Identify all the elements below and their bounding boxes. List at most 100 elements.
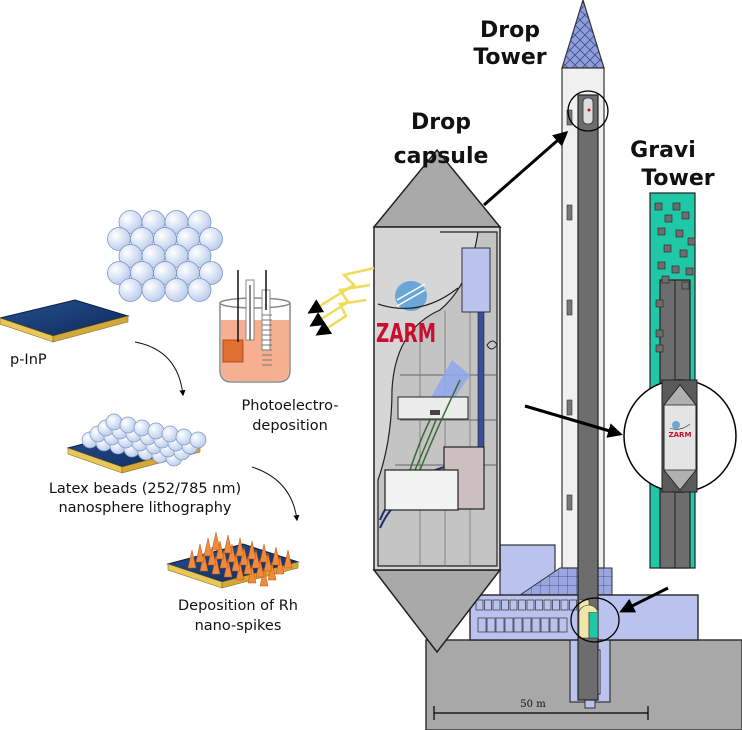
building-windows	[475, 599, 577, 611]
latex-bead	[175, 428, 193, 446]
rh-deposition-label-line2: nano-spikes	[195, 618, 282, 634]
latex-bead	[141, 278, 166, 302]
arrow-icon	[524, 404, 623, 438]
rh-spike	[195, 543, 205, 563]
latex-wafer	[66, 413, 207, 474]
rh-spike	[223, 534, 233, 554]
p-inp-label: p-InP	[10, 352, 47, 368]
drop-tower-title-line2: Tower	[473, 45, 546, 70]
building-window	[549, 617, 559, 633]
gravi-block	[655, 299, 664, 308]
gravi-block	[672, 202, 681, 211]
rh-spike	[283, 549, 293, 569]
zarm-logo: ZARM	[376, 319, 436, 349]
building-window	[522, 617, 532, 633]
latex-beads-label-line1: Latex beads (252/785 nm)	[49, 481, 241, 497]
latex-bead	[199, 261, 223, 285]
drop-tower	[561, 0, 605, 701]
gravi-capsule-zoom: ZARM	[623, 379, 737, 493]
photoelectrodeposition-cell	[219, 270, 291, 383]
rh-spike	[235, 537, 245, 557]
arrow-icon	[134, 341, 186, 397]
gravi-block	[681, 281, 690, 290]
gravi-block	[655, 344, 664, 353]
rh-deposition-label-line1: Deposition of Rh	[178, 598, 298, 614]
building-window	[484, 599, 492, 611]
building-window	[543, 599, 552, 611]
rh-spike	[211, 531, 221, 551]
building-window	[475, 599, 484, 611]
gravi-block	[654, 202, 663, 211]
building-window	[560, 599, 569, 611]
gravi-block	[655, 329, 664, 338]
building-window	[513, 617, 523, 633]
gravi-block	[657, 227, 666, 236]
gravi-tower-title-line2: Tower	[641, 166, 714, 191]
latex-bead	[147, 422, 165, 440]
photoelectrodeposition-label-line2: deposition	[252, 418, 328, 434]
gravi-block	[687, 237, 696, 246]
building-window	[558, 617, 568, 633]
building-window	[518, 599, 526, 611]
building-window	[569, 599, 577, 611]
gravi-block	[675, 229, 684, 238]
drop-capsule-title-line2: capsule	[394, 144, 489, 169]
gravi-block	[679, 249, 688, 258]
zarm-logo-small: ZARM	[669, 431, 692, 439]
scale-bar-label: 50 m	[520, 699, 546, 710]
latex-beads-cluster	[107, 210, 223, 302]
photoelectrodeposition-label-line1: Photoelectro-	[242, 398, 339, 414]
building-window	[492, 599, 501, 611]
scale-bar: 50 m	[433, 699, 649, 720]
drop-tower-title-line1: Drop	[480, 18, 540, 43]
arrow-icon	[619, 586, 669, 613]
building-window	[477, 617, 487, 633]
rh-nano-spikes	[187, 531, 293, 587]
arrow-icon	[251, 466, 300, 522]
gravi-block	[664, 214, 673, 223]
gravi-block	[663, 244, 672, 253]
drop-capsule-title-line1: Drop	[411, 110, 471, 135]
rh-spike-wafer	[166, 531, 300, 589]
zoom-circle-top	[567, 90, 609, 132]
arrow-icon	[483, 131, 569, 207]
gravi-block	[661, 275, 670, 284]
lightning-icon	[307, 266, 375, 336]
building-window	[552, 599, 560, 611]
latex-bead	[189, 431, 207, 449]
rh-spike	[247, 540, 257, 560]
latex-beads-label-line2: nanosphere lithography	[58, 500, 231, 516]
rh-spike	[271, 546, 281, 566]
building-window	[540, 617, 550, 633]
gravi-block	[681, 211, 690, 220]
rh-spike	[203, 537, 213, 557]
latex-bead	[105, 413, 123, 431]
latex-bead	[133, 419, 151, 437]
zoom-circle-bottom	[570, 597, 620, 643]
building-window	[531, 617, 541, 633]
latex-bead	[187, 244, 212, 268]
gravi-block	[685, 267, 694, 276]
gravi-tower-blocks	[654, 202, 696, 353]
gravi-block	[671, 265, 680, 274]
building-window	[501, 599, 509, 611]
building-window	[535, 599, 543, 611]
latex-bead	[187, 278, 212, 302]
beads-on-wafer	[81, 413, 207, 467]
building-window	[495, 617, 505, 633]
rh-spike	[259, 543, 269, 563]
building-window	[509, 599, 518, 611]
latex-bead	[119, 416, 137, 434]
building-windows-lower	[477, 617, 568, 633]
building-window	[486, 617, 496, 633]
drop-capsule: ZARM	[372, 148, 502, 654]
rh-spike	[187, 549, 197, 569]
building-window	[504, 617, 514, 633]
gravi-block	[657, 261, 666, 270]
latex-bead	[161, 425, 179, 443]
latex-bead	[118, 278, 143, 302]
building-window	[526, 599, 535, 611]
latex-bead	[187, 210, 212, 234]
p-inp-wafer	[0, 299, 130, 343]
